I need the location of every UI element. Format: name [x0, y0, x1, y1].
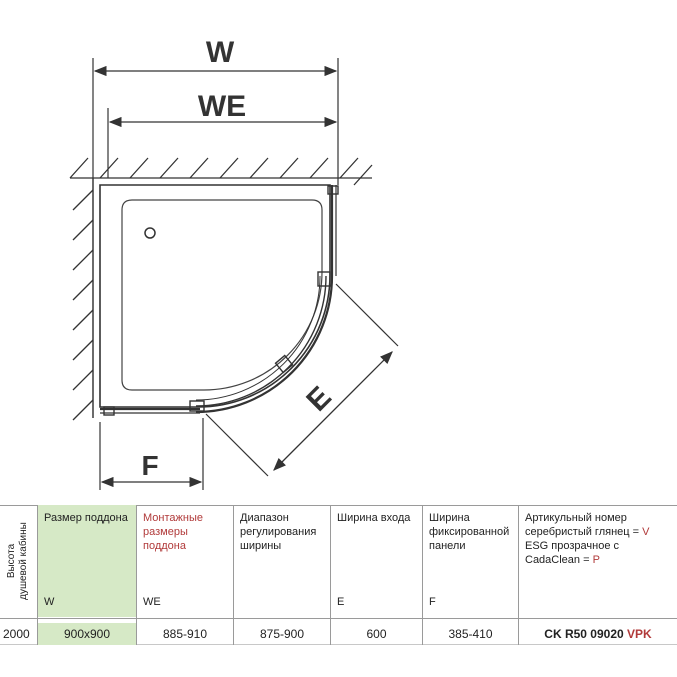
col-divider [136, 505, 137, 645]
width-range-header: Диапазон регулирования ширины [240, 512, 317, 552]
col-divider [422, 505, 423, 645]
article-value: CK R50 09020 VPK [544, 627, 652, 641]
wall-hatching [69, 157, 373, 421]
label-f: F [141, 450, 158, 481]
drain [144, 227, 156, 239]
article-header: Артикульный номер серебристый глянец = V… [525, 512, 650, 566]
fixed-panel-header: Ширина фиксированной панели F [429, 512, 510, 608]
dimension-f: F [100, 450, 203, 488]
entry-width-value: 600 [366, 627, 387, 641]
fixed-panel-abbr: F [429, 596, 436, 608]
height-header-text: Высота душевой кабины [6, 522, 29, 600]
height-header: Высота душевой кабины [0, 505, 36, 617]
shower-tray [99, 184, 331, 408]
table-top-rule [0, 505, 677, 506]
code-silver-gloss: V [642, 526, 650, 538]
tray-size-header: Размер поддона W [38, 505, 136, 617]
dimension-we: WE [108, 90, 338, 128]
table-bottom-rule [0, 644, 677, 645]
dimension-e [205, 283, 399, 477]
tray-size-value: 900x900 [38, 623, 136, 645]
shower-plan-diagram: W WE [69, 36, 399, 490]
dimension-w: W [93, 36, 338, 77]
tray-size-abbr: W [44, 596, 55, 608]
table-mid-rule [0, 618, 677, 619]
label-we: WE [198, 90, 246, 123]
col-divider [37, 505, 38, 645]
enclosure-panels [100, 185, 339, 416]
spec-table: Высота душевой кабины 2000 Размер поддон… [0, 505, 677, 677]
height-value: 2000 [3, 627, 30, 641]
mounting-size-abbr: WE [143, 596, 161, 608]
entry-width-header: Ширина входа E [337, 512, 411, 608]
col-divider [233, 505, 234, 645]
fixed-panel-value: 385-410 [448, 627, 493, 641]
label-w: W [206, 36, 235, 69]
mounting-size-header: Монтажные размеры поддона WE [143, 512, 203, 608]
code-cadaclean: P [592, 554, 600, 566]
width-range-value: 875-900 [259, 627, 305, 641]
col-divider [330, 505, 331, 645]
mounting-size-value: 885-910 [162, 627, 208, 641]
entry-width-abbr: E [337, 596, 345, 608]
col-divider [518, 505, 519, 645]
